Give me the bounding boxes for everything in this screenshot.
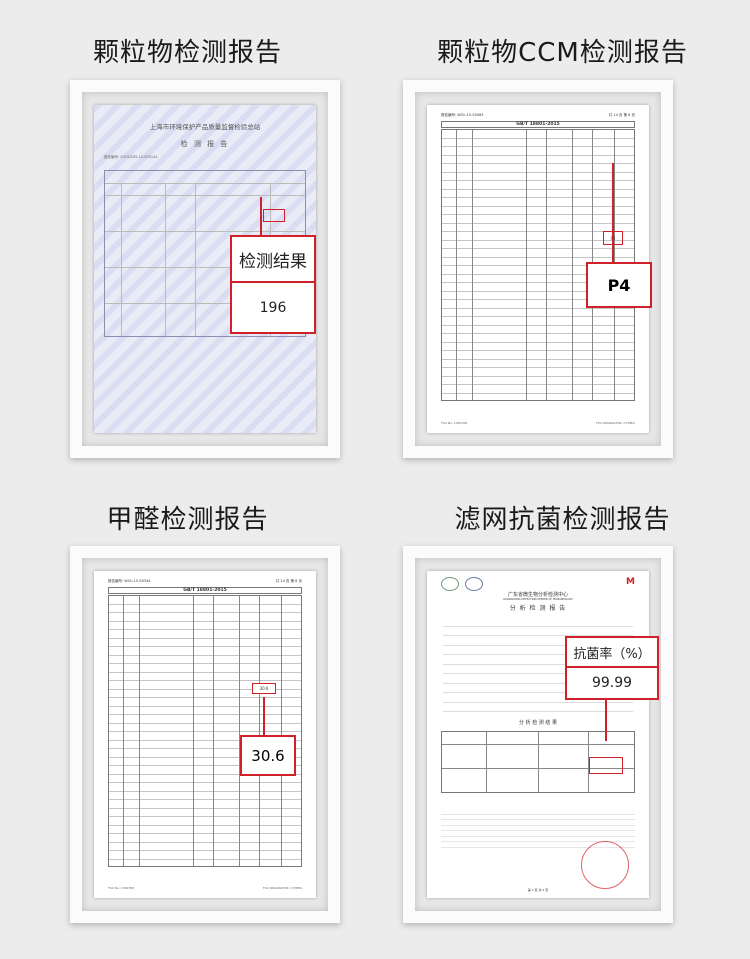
page-number: 共 14 页 第 8 页 bbox=[608, 113, 635, 117]
doc-number: 报告编号: WCh-15-50063 bbox=[441, 113, 484, 117]
panel-title: 滤网抗菌检测报告 bbox=[454, 505, 671, 535]
highlight-box: 30.6 bbox=[252, 683, 276, 694]
seal-icon bbox=[465, 577, 483, 591]
highlight-box bbox=[589, 757, 623, 774]
report-document: M 广东省微生物分析检测中心 GUANGDONG DETECTION CENTE… bbox=[427, 571, 649, 898]
doc-title: 分 析 检 测 报 告 bbox=[509, 605, 567, 612]
result-callout: 检测结果 196 bbox=[230, 235, 316, 334]
doc-footer-right: TSU ORIGINATOR: CT/MEA bbox=[262, 886, 302, 890]
result-title: 分 析 检 测 结 果 bbox=[519, 720, 557, 726]
doc-header-en: GUANGDONG DETECTION CENTER OF MICROBIOLO… bbox=[503, 598, 573, 601]
standard-header: GB/T 18801-2015 bbox=[108, 587, 302, 594]
page-number: 共 14 页 第 8 页 bbox=[275, 579, 302, 583]
picture-frame: M 广东省微生物分析检测中心 GUANGDONG DETECTION CENTE… bbox=[403, 546, 673, 923]
panel-title: 颗粒物检测报告 bbox=[92, 38, 282, 68]
callout-connector bbox=[263, 697, 265, 737]
page-footer: 第 2 页 共 2 页 bbox=[527, 888, 549, 892]
cma-icon: M bbox=[626, 577, 635, 587]
callout-connector bbox=[260, 197, 262, 252]
callout-connector bbox=[605, 696, 607, 741]
panel-title: 甲醛检测报告 bbox=[106, 505, 269, 535]
standard-header: GB/T 18801-2015 bbox=[441, 121, 635, 128]
doc-footer: TSU No. 1300358 bbox=[441, 421, 468, 425]
callout-connector bbox=[612, 163, 614, 263]
doc-header: 广东省微生物分析检测中心 bbox=[507, 592, 568, 598]
result-callout: 30.6 bbox=[240, 735, 296, 776]
doc-header: 上海市环境保护产品质量监督检验总站 bbox=[149, 123, 261, 131]
doc-number: 报告编号: 2015/Z05-15-005142 bbox=[104, 155, 158, 159]
doc-footer: TSU No. 1300358 bbox=[108, 886, 135, 890]
highlight-box bbox=[263, 209, 285, 222]
callout-value: 99.99 bbox=[591, 675, 633, 691]
result-callout: P4 bbox=[586, 262, 652, 308]
seal-icon bbox=[441, 577, 459, 591]
red-stamp-icon bbox=[581, 841, 629, 889]
callout-label: 检测结果 bbox=[232, 237, 314, 283]
doc-footer-right: TSU ORIGINATOR: CT/MEA bbox=[595, 421, 635, 425]
report-document: 上海市环境保护产品质量监督检验总站 检 测 报 告 报告编号: 2015/Z05… bbox=[94, 105, 316, 433]
doc-number: 报告编号: WCh-15-50344 bbox=[108, 579, 151, 583]
report-document: 报告编号: WCh-15-50344 共 14 页 第 8 页 GB/T 188… bbox=[94, 571, 316, 898]
doc-title: 检 测 报 告 bbox=[180, 140, 230, 148]
picture-frame: 报告编号: WCh-15-50344 共 14 页 第 8 页 GB/T 188… bbox=[70, 546, 340, 923]
panel-title: 颗粒物CCM检测报告 bbox=[437, 38, 688, 68]
result-table bbox=[441, 731, 635, 793]
result-callout: 抗菌率（%） 99.99 bbox=[565, 636, 659, 700]
callout-value: 196 bbox=[259, 299, 287, 316]
spec-table bbox=[108, 595, 302, 867]
callout-label: 抗菌率（%） bbox=[567, 638, 657, 668]
